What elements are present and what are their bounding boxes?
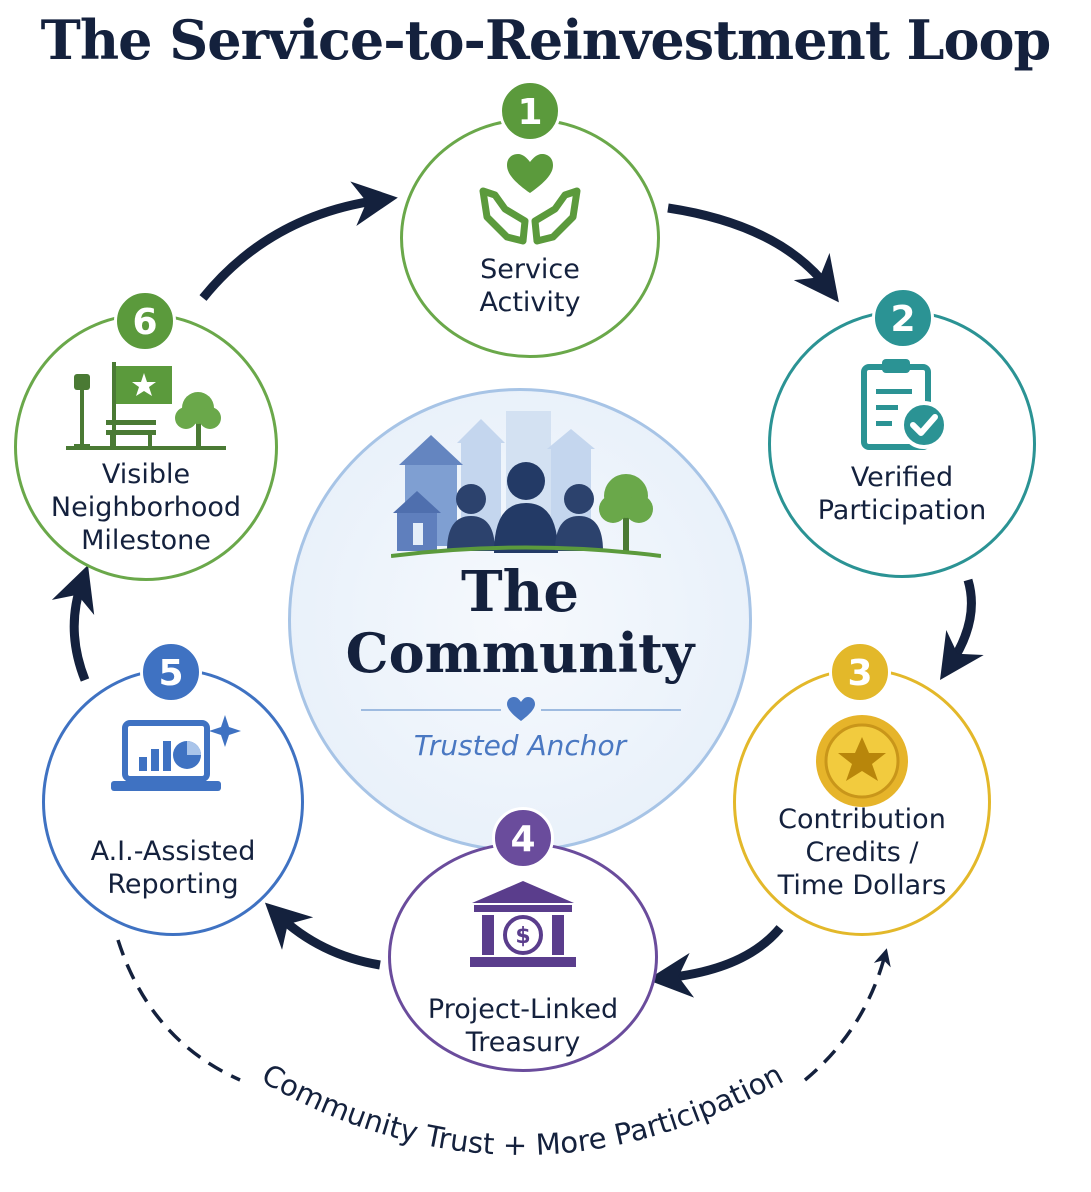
step-1-label: Service Activity	[479, 254, 581, 318]
gold-coin-star-icon	[816, 715, 908, 807]
step-6-label: Visible Neighborhood Milestone	[50, 459, 242, 556]
step-4-project-linked-treasury: $ Project-Linked Treasury	[388, 842, 658, 1072]
park-flag-icon	[66, 362, 226, 450]
diagram-title: The Service-to-Reinvestment Loop	[40, 8, 1052, 72]
heart-icon	[507, 697, 535, 721]
laptop-chart-icon	[111, 715, 241, 791]
arrow-6-to-1	[199, 181, 398, 301]
arrow-3-to-4	[647, 925, 784, 998]
step-4-badge: 4	[492, 807, 554, 869]
clipboard-check-icon	[861, 359, 948, 450]
step-1-service-activity: Service Activity	[400, 118, 660, 358]
step-1-badge: 1	[499, 80, 561, 142]
feedback-dashed-right	[803, 948, 891, 1082]
feedback-loop-label: Community Trust + More Participation	[256, 1057, 788, 1162]
bank-dollar-icon: $	[470, 881, 576, 967]
step-3-contribution-credits: Contribution Credits / Time Dollars	[733, 668, 991, 936]
arrow-4-to-5	[264, 902, 381, 970]
feedback-dashed-left	[116, 939, 241, 1082]
community-people-icon	[391, 411, 661, 558]
step-5-ai-assisted-reporting: A.I.-Assisted Reporting	[42, 668, 304, 936]
hands-heart-icon	[479, 154, 581, 245]
step-4-label: Project-Linked Treasury	[427, 994, 619, 1058]
divider-left	[361, 709, 501, 711]
step-2-verified-participation: Verified Participation	[768, 310, 1036, 578]
center-title-the: The	[460, 559, 579, 625]
arrow-5-to-6	[51, 565, 95, 682]
step-3-label: Contribution Credits / Time Dollars	[777, 804, 947, 901]
step-6-badge: 6	[114, 290, 176, 352]
step-3-badge: 3	[829, 641, 891, 703]
center-community: The Community Trusted Anchor	[288, 388, 752, 852]
step-5-badge: 5	[140, 641, 202, 703]
step-2-badge: 2	[872, 287, 934, 349]
step-6-visible-neighborhood-milestone: Visible Neighborhood Milestone	[14, 313, 278, 581]
arrow-2-to-3	[940, 578, 984, 680]
step-2-label: Verified Participation	[817, 462, 987, 526]
divider-right	[541, 709, 681, 711]
center-subtitle: Trusted Anchor	[413, 729, 627, 762]
center-title-community: Community	[345, 621, 695, 685]
svg-text:$: $	[515, 924, 530, 949]
step-5-label: A.I.-Assisted Reporting	[90, 836, 256, 900]
arrow-1-to-2	[667, 203, 839, 303]
